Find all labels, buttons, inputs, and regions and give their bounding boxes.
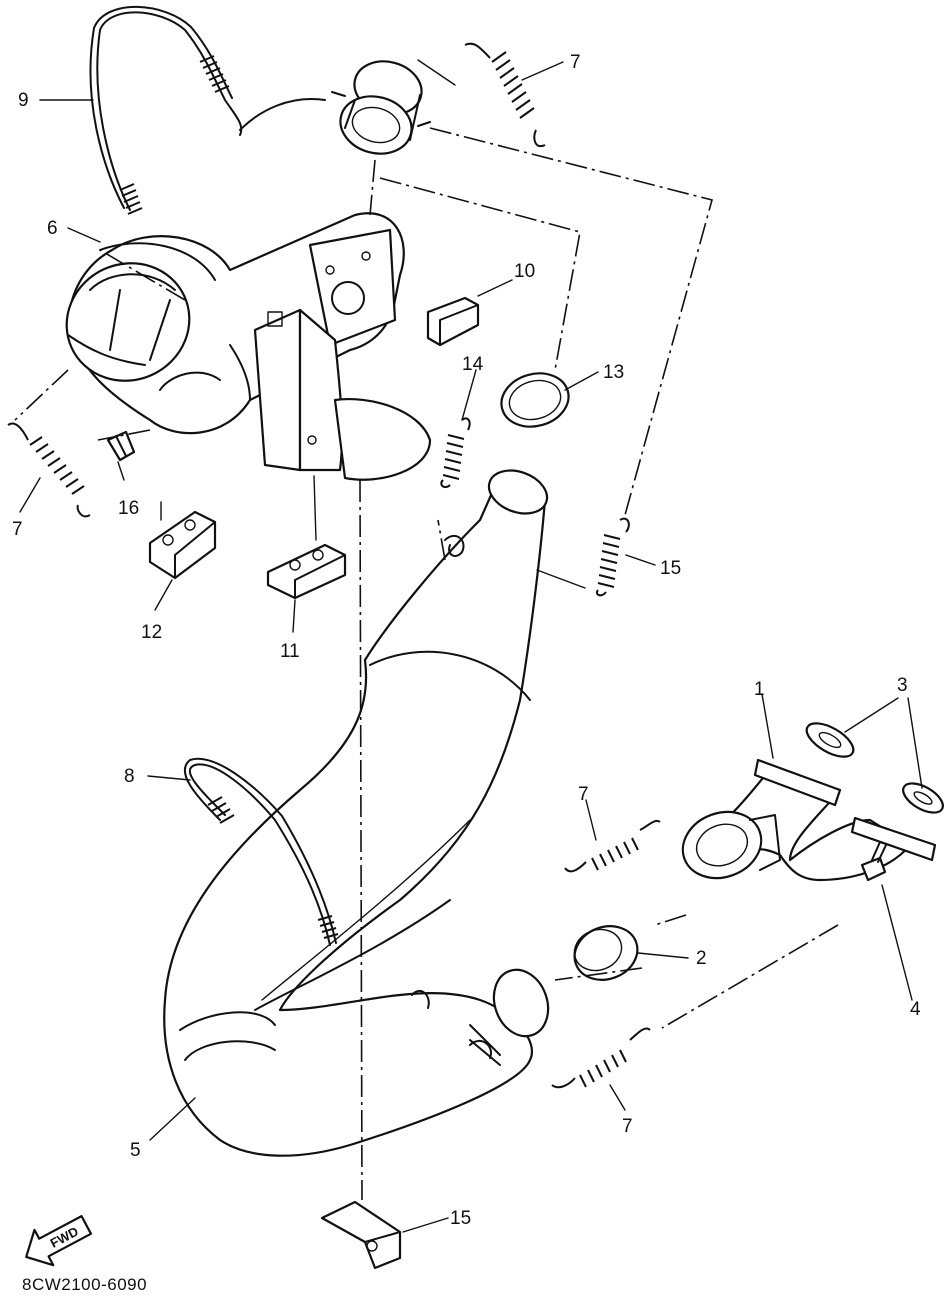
forward-arrow-icon: FWD [25, 1215, 93, 1267]
callout-11: 11 [280, 641, 300, 662]
stay-part-9 [89, 5, 326, 215]
callout-7: 7 [622, 1116, 633, 1137]
damper-part-10 [426, 296, 480, 347]
callout-8: 8 [124, 766, 135, 787]
spring-7-top [464, 42, 546, 148]
callout-14: 12 [141, 622, 162, 643]
callout-7: 7 [578, 784, 589, 805]
spring-15-right [596, 517, 630, 597]
callout-12: 15 [450, 1208, 471, 1229]
callout-13: 13 [603, 362, 624, 383]
callout-16: 16 [118, 498, 139, 519]
exhaust-pipe-part-5 [163, 469, 550, 1157]
spring-7-left [7, 422, 91, 518]
leader-lines [19, 59, 923, 1233]
grommet-part-16 [106, 430, 136, 462]
callout-15: 15 [660, 558, 681, 579]
spring-7-mid [564, 820, 661, 873]
diagram-code: 8CW2100-6090 [22, 1275, 147, 1294]
callout-10: 10 [514, 261, 535, 282]
callout-9: 9 [18, 90, 29, 111]
damper-part-12 [320, 1200, 402, 1270]
callout-7: 7 [12, 519, 23, 540]
damper-part-11 [266, 543, 347, 600]
spring-15-left [440, 417, 471, 489]
hook-mount-lower [411, 989, 492, 1059]
spring-7-bottom [551, 1027, 651, 1089]
callout-15: 14 [462, 354, 484, 375]
stay-part-8 [183, 757, 339, 946]
manifold-part-1 [681, 758, 937, 882]
callout-1: 1 [754, 679, 765, 700]
callout-3: 3 [897, 675, 908, 696]
callout-6: 6 [47, 218, 58, 239]
callout-2: 2 [696, 948, 707, 969]
silencer-part-6 [65, 212, 432, 481]
gaskets-part-3 [805, 722, 944, 814]
joint-collar-top [331, 60, 431, 155]
callout-5: 5 [130, 1140, 141, 1161]
gasket-part-13 [500, 372, 570, 428]
bolt-part-4 [860, 841, 887, 882]
callout-4: 4 [910, 999, 921, 1020]
assembly-lines [14, 127, 839, 1201]
callout-7: 7 [570, 52, 581, 73]
ring-part-2 [573, 925, 639, 981]
damper-part-14 [148, 510, 217, 580]
hook-mount [444, 534, 465, 557]
